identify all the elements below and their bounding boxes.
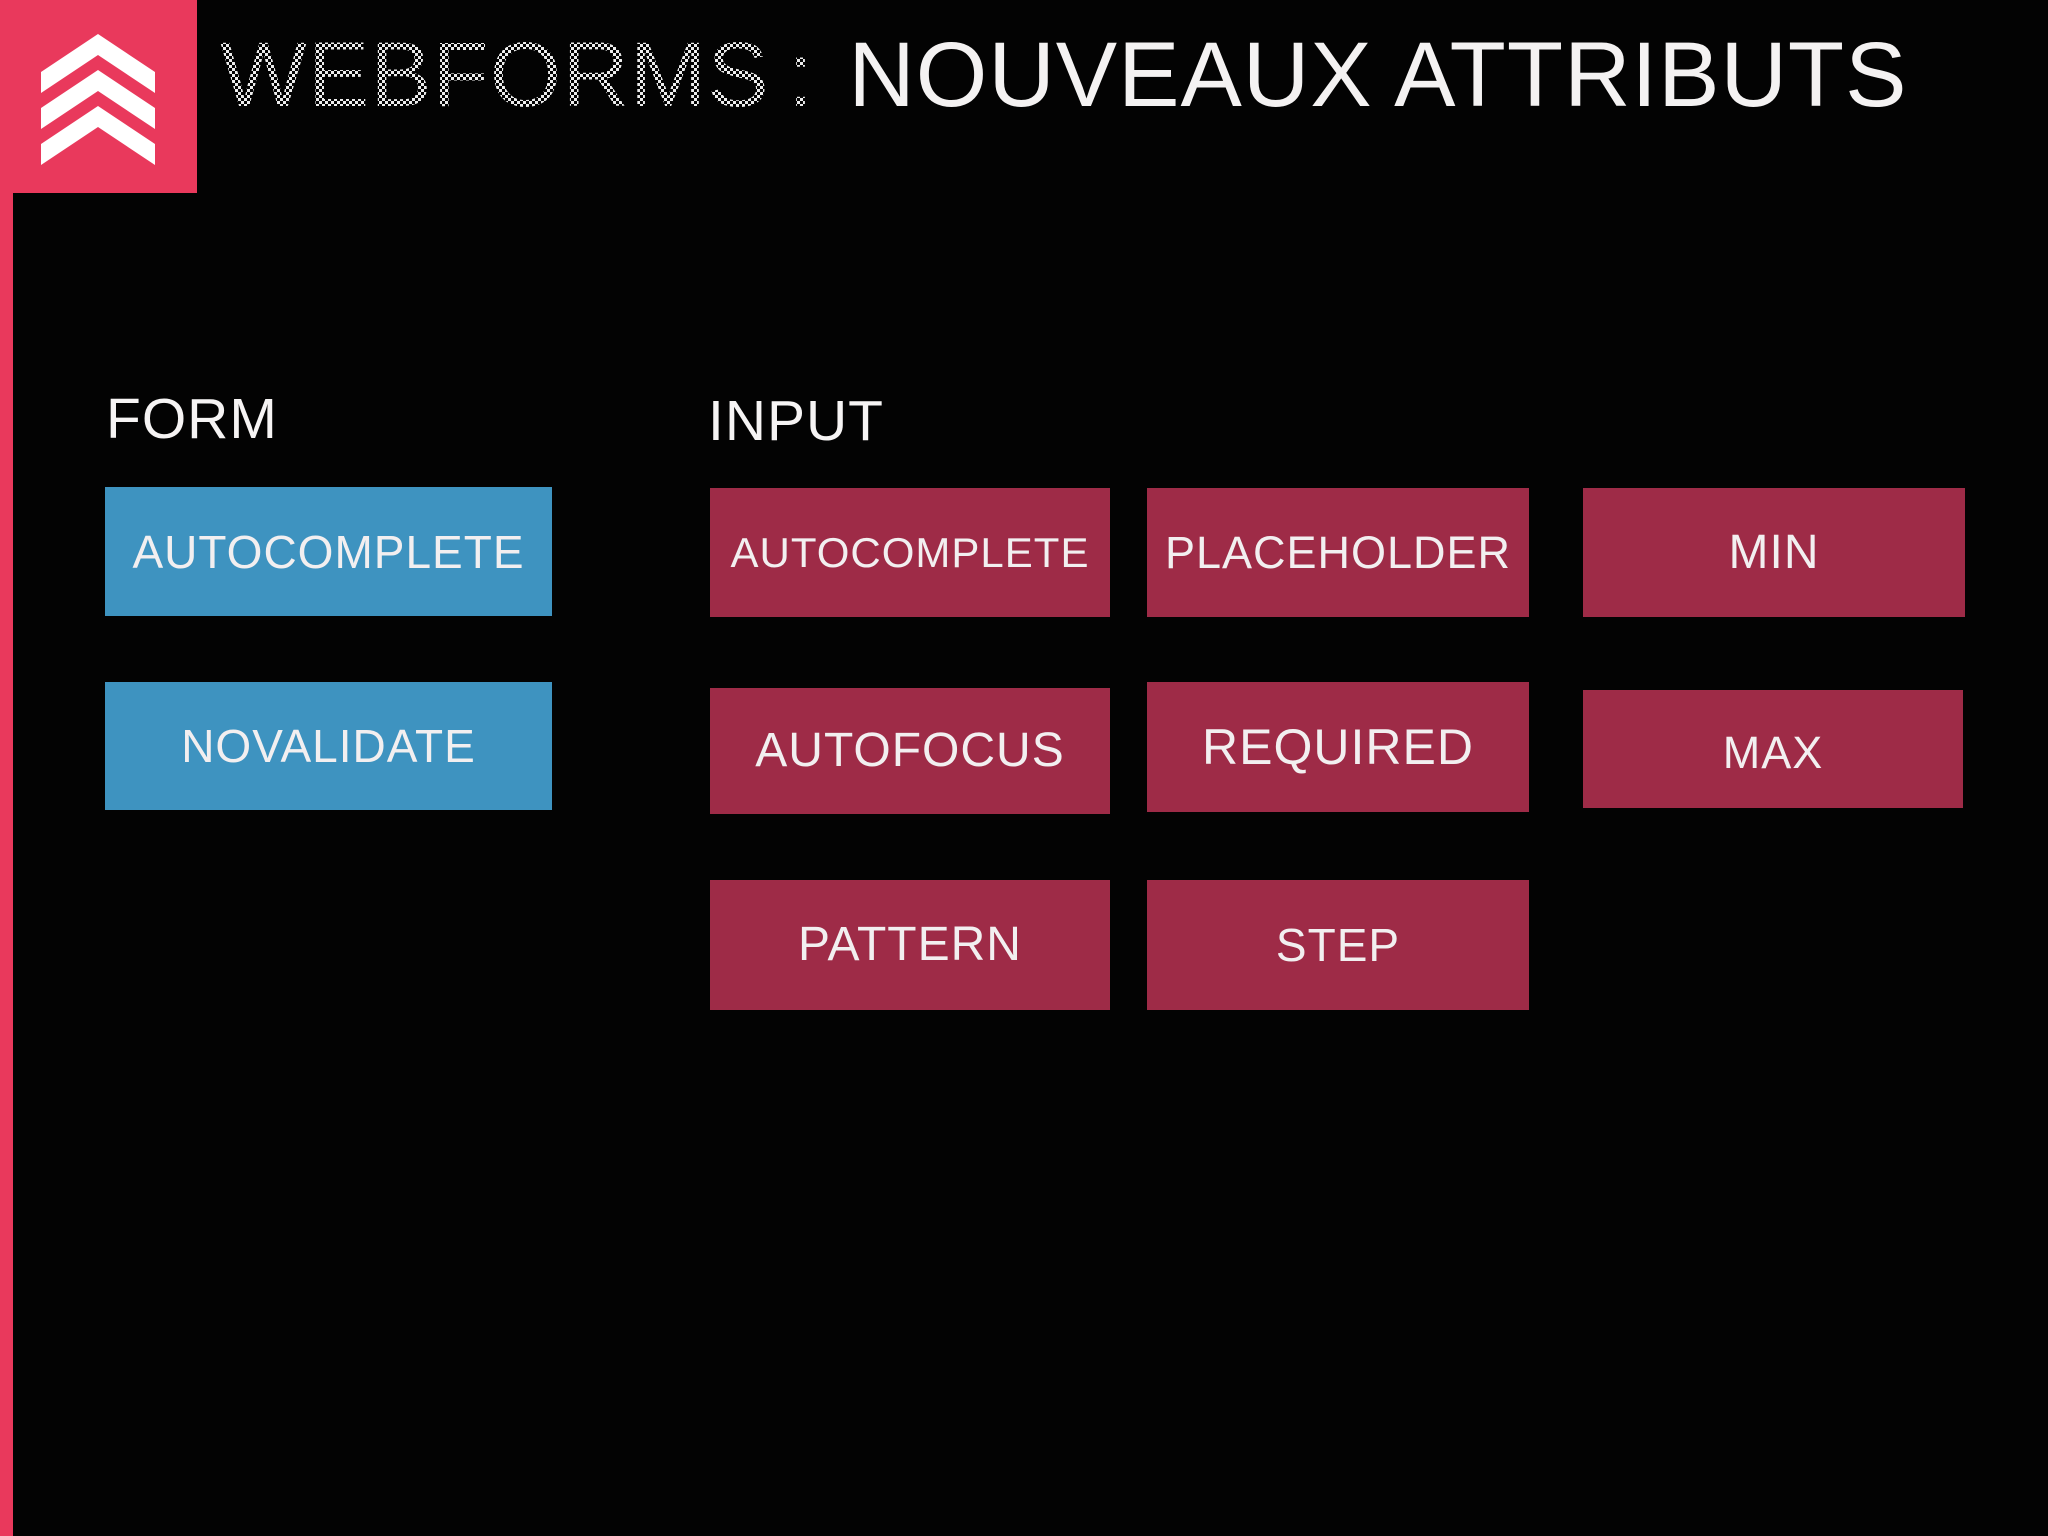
title-webforms: WEBFORMS	[220, 24, 770, 126]
title-separator: :	[787, 24, 815, 126]
input-max-button[interactable]: MAX	[1583, 690, 1963, 808]
title-main: NOUVEAUX ATTRIBUTS	[848, 24, 1908, 126]
logo	[0, 0, 197, 193]
form-autocomplete-button[interactable]: AUTOCOMPLETE	[105, 487, 552, 616]
input-placeholder-button[interactable]: PLACEHOLDER	[1147, 488, 1529, 617]
input-section-label: INPUT	[708, 389, 884, 453]
input-min-button[interactable]: MIN	[1583, 488, 1965, 617]
input-step-button[interactable]: STEP	[1147, 880, 1529, 1010]
input-autocomplete-button[interactable]: AUTOCOMPLETE	[710, 488, 1110, 617]
form-novalidate-button[interactable]: NOVALIDATE	[105, 682, 552, 810]
page-title: WEBFORMS : NOUVEAUX ATTRIBUTS	[220, 29, 1907, 121]
triple-chevron-up-icon	[41, 34, 155, 165]
input-required-button[interactable]: REQUIRED	[1147, 682, 1529, 812]
form-section-label: FORM	[106, 387, 278, 451]
input-pattern-button[interactable]: PATTERN	[710, 880, 1110, 1010]
left-accent-strip	[0, 0, 13, 1536]
input-autofocus-button[interactable]: AUTOFOCUS	[710, 688, 1110, 814]
